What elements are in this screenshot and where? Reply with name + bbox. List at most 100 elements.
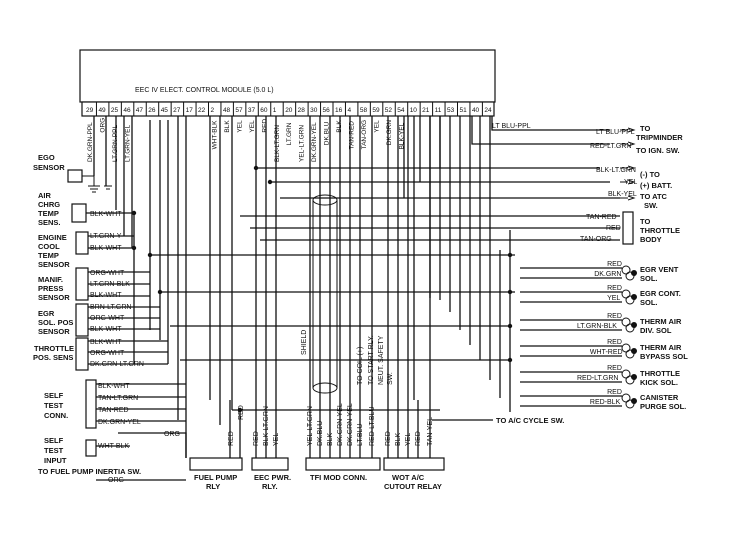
self-test-wire-1: BLK-WHT [98, 383, 130, 390]
self-test-input-wire-2: ORG [164, 431, 180, 438]
self-test-wire-4: DK.GRN-YEL [98, 419, 141, 426]
air-chrg-label-4: SENS. [38, 218, 61, 227]
batt-wire-label: YEL [624, 179, 637, 186]
throttle-pos-wire-1: BLK-WHT [90, 339, 122, 346]
to-wire-label: BLK-LT.GRN [596, 167, 636, 174]
shield-label: SHIELD [301, 330, 308, 355]
therm-air-bypass-wire-1: RED [607, 339, 622, 346]
module-pin-37: 37 [248, 107, 256, 114]
module-title: EEC IV ELECT. CONTROL MODULE (5.0 L) [135, 87, 274, 94]
left-vertical-risers [93, 116, 233, 458]
module-pin-52: 52 [385, 107, 393, 114]
ign-target: TO IGN. SW. [636, 146, 680, 155]
ac-cycle-label: TO A/C CYCLE SW. [496, 416, 564, 425]
canister-purge-wire-2: RED-BLK [590, 399, 621, 406]
module-pin-53: 53 [447, 107, 455, 114]
self-test-conn-label-2: TEST [44, 401, 64, 410]
throttle-body-label-3: BODY [640, 235, 662, 244]
fuel-pump-rly-wire-2: RED [238, 405, 245, 420]
throttle-pos-label-1: THROTTLE [34, 344, 74, 353]
self-test-input-label-1: SELF [44, 436, 64, 445]
air-chrg-label-1: AIR [38, 191, 52, 200]
module-pin-40: 40 [472, 107, 480, 114]
pin-wire-label-56: DK.BLU [324, 121, 331, 145]
module-pin-51: 51 [460, 107, 468, 114]
pin-wire-label-57: YEL [236, 120, 243, 133]
therm-air-div-wire-1: RED [607, 313, 622, 320]
canister-purge-wire-1: RED [607, 389, 622, 396]
self-test-wire-2: TAN-LT.GRN [98, 395, 138, 402]
module-pin-25: 25 [111, 107, 119, 114]
wot-ac-cutout-relay: RED-LT.BLU RED BLK YEL RED TAN-YEL WOT A… [369, 406, 445, 491]
module-pin-56: 56 [323, 107, 331, 114]
egr-pos-label-2: SOL. POS [38, 318, 73, 327]
egr-cont-wire-2: YEL [607, 295, 620, 302]
manif-label-1: MANIF. [38, 275, 63, 284]
pin-wire-label-59: YEL [373, 120, 380, 133]
throttle-body-label-2: THROTTLE [640, 226, 680, 235]
manif-label-3: SENSOR [38, 293, 70, 302]
fuel-pump-rly-label-1: FUEL PUMP [194, 473, 237, 482]
egr-vent-wire-1: RED [607, 261, 622, 268]
tripminder-wire-label-1: LT BLU-PPL [492, 123, 531, 130]
canister-purge-label-1: CANISTER [640, 393, 679, 402]
egr-pos-label-3: SENSOR [38, 327, 70, 336]
egr-pos-label-1: EGR [38, 309, 55, 318]
module-pin-22: 22 [198, 107, 206, 114]
module-pin-49: 49 [98, 107, 106, 114]
self-test-input-label-3: INPUT [44, 456, 67, 465]
module-pin-21: 21 [422, 107, 430, 114]
atc-wire-label: BLK-YEL [608, 191, 637, 198]
egr-cont-wire-1: RED [607, 285, 622, 292]
therm-air-bypass-wire-2: WHT-RED [590, 349, 623, 356]
pin-wire-label-60: RED [261, 119, 268, 133]
module-pin-16: 16 [335, 107, 343, 114]
pin-wire-label-48: BLK [224, 120, 231, 133]
pin-wire-label-54: BLK-YEL [398, 122, 405, 149]
batt-target: (+) BATT. [640, 181, 672, 190]
module-pin-59: 59 [372, 107, 380, 114]
atc-target-2: SW. [644, 201, 658, 210]
module-pin-46: 46 [123, 107, 131, 114]
atc-target-1: TO ATC [640, 192, 668, 201]
egr-vent-label-2: SOL. [640, 274, 658, 283]
module-pin-17: 17 [186, 107, 194, 114]
bottom-drops [229, 116, 431, 458]
throttle-pos-wire-2: ORG-WHT [90, 350, 125, 357]
throttle-body-label-1: TO [640, 217, 650, 226]
self-test-conn-label-3: CONN. [44, 411, 68, 420]
therm-air-div-wire-2: LT.GRN-BLK [577, 323, 617, 330]
air-chrg-label-2: CHRG [38, 200, 60, 209]
pin-wire-label-2: WHT-BLK [212, 120, 219, 150]
therm-air-div-label-2: DIV. SOL [640, 326, 672, 335]
to-target: (-) TO [640, 170, 660, 179]
pin-wire-label-1: BLK-LT.GRN [274, 125, 281, 162]
canister-purge-label-2: PURGE SOL. [640, 402, 686, 411]
tripminder-target-2: TRIPMINDER [636, 133, 683, 142]
throttle-kick-label-2: KICK SOL. [640, 378, 678, 387]
module-pin-45: 45 [161, 107, 169, 114]
fuel-pump-inertia-label: TO FUEL PUMP INERTIA SW. [38, 467, 141, 476]
module-pin-48: 48 [223, 107, 231, 114]
therm-air-bypass-label-2: BYPASS SOL [640, 352, 688, 361]
module-pin-26: 26 [148, 107, 156, 114]
wot-label-1: WOT A/C [392, 473, 425, 482]
pin-wire-label-4: TAN-RED [348, 121, 355, 150]
engine-cool-temp-sensor: ENGINE COOL TEMP SENSOR LT.GRN-Y BLK-WHT [38, 231, 122, 269]
engine-cool-label-3: TEMP [38, 251, 59, 260]
therm-air-div-label-1: THERM AIR [640, 317, 682, 326]
throttle-body-wire-3: TAN-ORG [580, 236, 612, 243]
pin-wire-label-29: DK.GRN-PPL [87, 122, 94, 162]
throttle-kick-wire-2: RED-LT.GRN [577, 375, 618, 382]
eec-pwr-label-2: RLY. [262, 482, 278, 491]
egr-cont-label-2: SOL. [640, 298, 658, 307]
pin-wire-label-37: YEL [249, 120, 256, 133]
neut-safety-label-2: SW. [387, 372, 394, 385]
self-test-conn-label-1: SELF [44, 391, 64, 400]
tripminder-wire-label-2: LT BLU-PPL [596, 129, 635, 136]
